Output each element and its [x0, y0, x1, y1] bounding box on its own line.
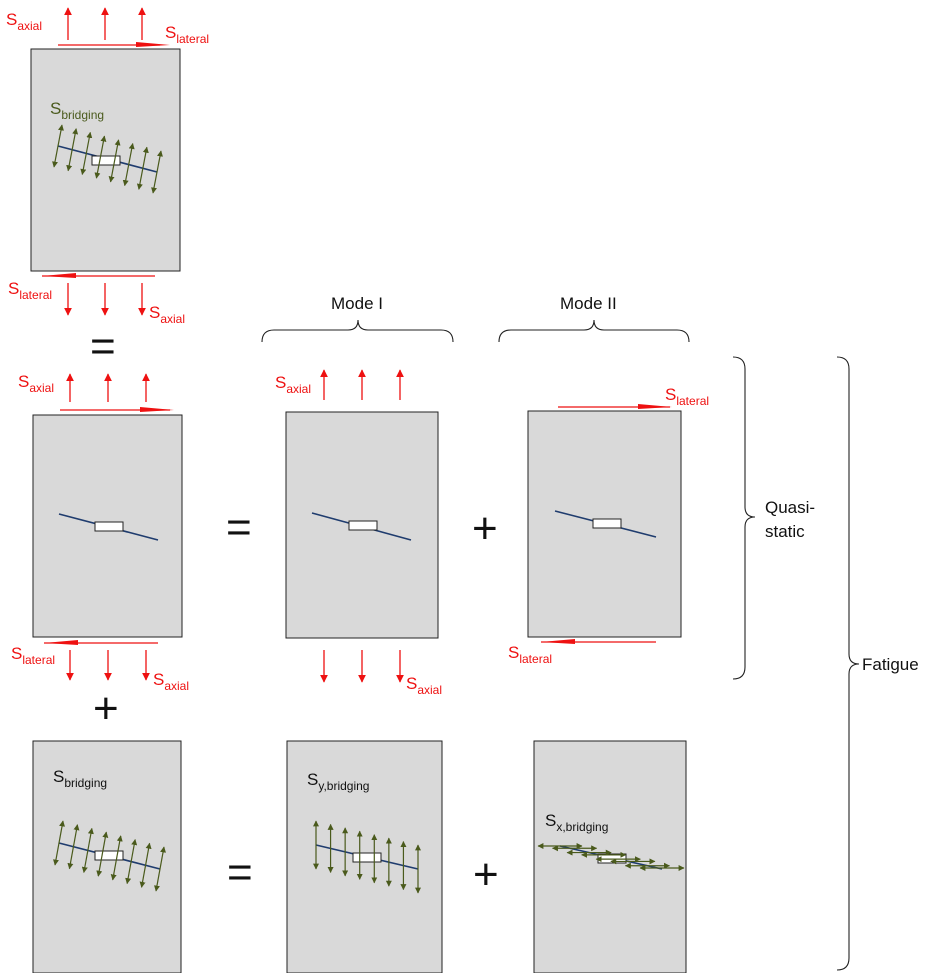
label-s-axial-bottom: Saxial — [149, 303, 185, 326]
load-lateral-bottom-quasi — [44, 640, 158, 645]
load-axial-top-combined — [64, 7, 146, 40]
label-s-axial-quasi-top: Saxial — [18, 372, 54, 395]
load-axial-bottom-combined — [64, 283, 146, 316]
bridging-arrow-top-4 — [108, 139, 121, 183]
bridging-arrow-top-2 — [80, 131, 93, 176]
label-s-x-bridging: Sx,bridging — [545, 811, 608, 834]
crack-quasi-combined — [58, 513, 159, 541]
label-s-axial-mode1-top: Saxial — [275, 373, 311, 396]
label-s-axial-quasi-bottom: Saxial — [153, 670, 189, 693]
bridging-arrow-combined-6 — [139, 842, 152, 888]
load-lateral-top-quasi — [60, 407, 174, 412]
bridging-arrow-combined-1 — [67, 824, 80, 870]
label-s-lateral-bottom: Slateral — [8, 279, 52, 302]
label-s-lateral-quasi-bottom: Slateral — [11, 644, 55, 667]
label-s-lateral-top: Slateral — [165, 23, 209, 46]
bridging-arrow-top-7 — [151, 150, 163, 194]
bridging-arrow-combined-3 — [96, 831, 109, 877]
label-s-y-bridging: Sy,bridging — [307, 770, 369, 793]
load-axial-top-quasi — [66, 373, 150, 402]
crack-quasi-mode2 — [554, 510, 657, 538]
header-mode-2: Mode II — [560, 294, 617, 313]
bridging-arrow-combined-0 — [53, 820, 65, 866]
brace-quasi-static — [732, 356, 756, 680]
load-lateral-top-combined — [58, 42, 170, 47]
load-axial-bottom-quasi — [66, 650, 150, 681]
equals-sign-3: = — [227, 848, 253, 897]
brace-mode-2 — [498, 319, 690, 343]
load-axial-bottom-mode1 — [320, 650, 404, 683]
bridging-arrow-combined-5 — [125, 838, 138, 885]
label-fatigue: Fatigue — [862, 655, 919, 674]
brace-mode-1 — [261, 319, 454, 343]
plus-sign-3: + — [473, 850, 499, 899]
bridging-arrow-combined-7 — [154, 846, 166, 892]
label-s-axial-mode1-bottom: Saxial — [406, 674, 442, 697]
bridging-arrow-top-0 — [52, 124, 64, 168]
bridging-arrow-top-6 — [136, 146, 149, 190]
label-s-axial-top: Saxial — [6, 10, 42, 33]
bridging-arrow-top-5 — [122, 142, 135, 187]
label-quasi-static-line2: static — [765, 522, 805, 541]
crack-quasi-mode1 — [311, 512, 412, 541]
load-lateral-bottom-combined — [42, 273, 155, 278]
equals-sign-1: = — [90, 322, 116, 371]
load-lateral-bottom-mode2 — [541, 639, 656, 644]
plus-sign-1: + — [472, 504, 498, 553]
brace-fatigue — [836, 356, 860, 971]
bridging-arrow-top-1 — [66, 128, 79, 172]
bridging-arrow-top-3 — [94, 135, 107, 179]
bridging-arrow-combined-2 — [81, 827, 94, 874]
header-mode-1: Mode I — [331, 294, 383, 313]
label-s-bridging-top: Sbridging — [50, 99, 104, 122]
equals-sign-2: = — [226, 503, 252, 552]
label-s-lateral-mode2-bottom: Slateral — [508, 643, 552, 666]
label-s-lateral-mode2-top: Slateral — [665, 385, 709, 408]
label-quasi-static-line1: Quasi- — [765, 498, 815, 517]
label-s-bridging-combined: Sbridging — [53, 767, 107, 790]
load-axial-top-mode1 — [320, 369, 404, 400]
load-lateral-top-mode2 — [558, 404, 672, 409]
bridging-arrow-combined-4 — [110, 835, 123, 881]
plus-sign-2: + — [93, 684, 119, 733]
